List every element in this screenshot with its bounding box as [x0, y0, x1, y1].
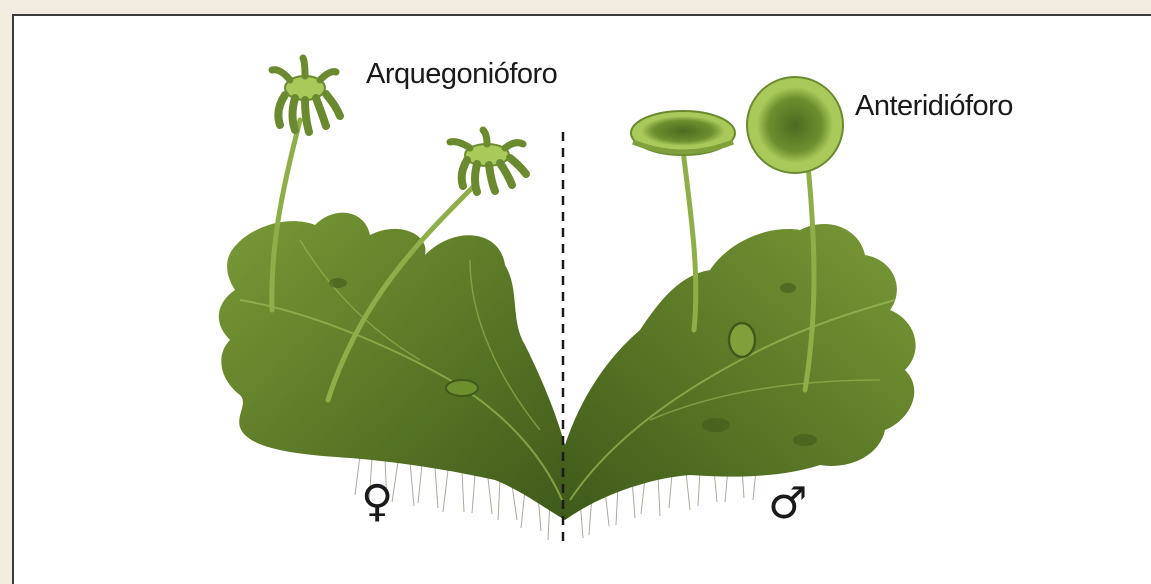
antheridiophore-label: Anteridióforo — [855, 90, 1013, 123]
antheridiophore-left — [631, 111, 735, 155]
archegoniophore-left — [272, 58, 340, 132]
male-symbol: ♂ — [768, 482, 807, 526]
female-symbol: ♀ — [361, 480, 393, 524]
archegoniophore-label: Arquegonióforo — [366, 58, 557, 91]
archegoniophore-right — [450, 130, 526, 192]
male-thallus — [565, 224, 916, 520]
marchantia-diagram — [0, 0, 1151, 569]
antheridiophore-right — [747, 77, 843, 173]
female-thallus — [219, 213, 565, 520]
